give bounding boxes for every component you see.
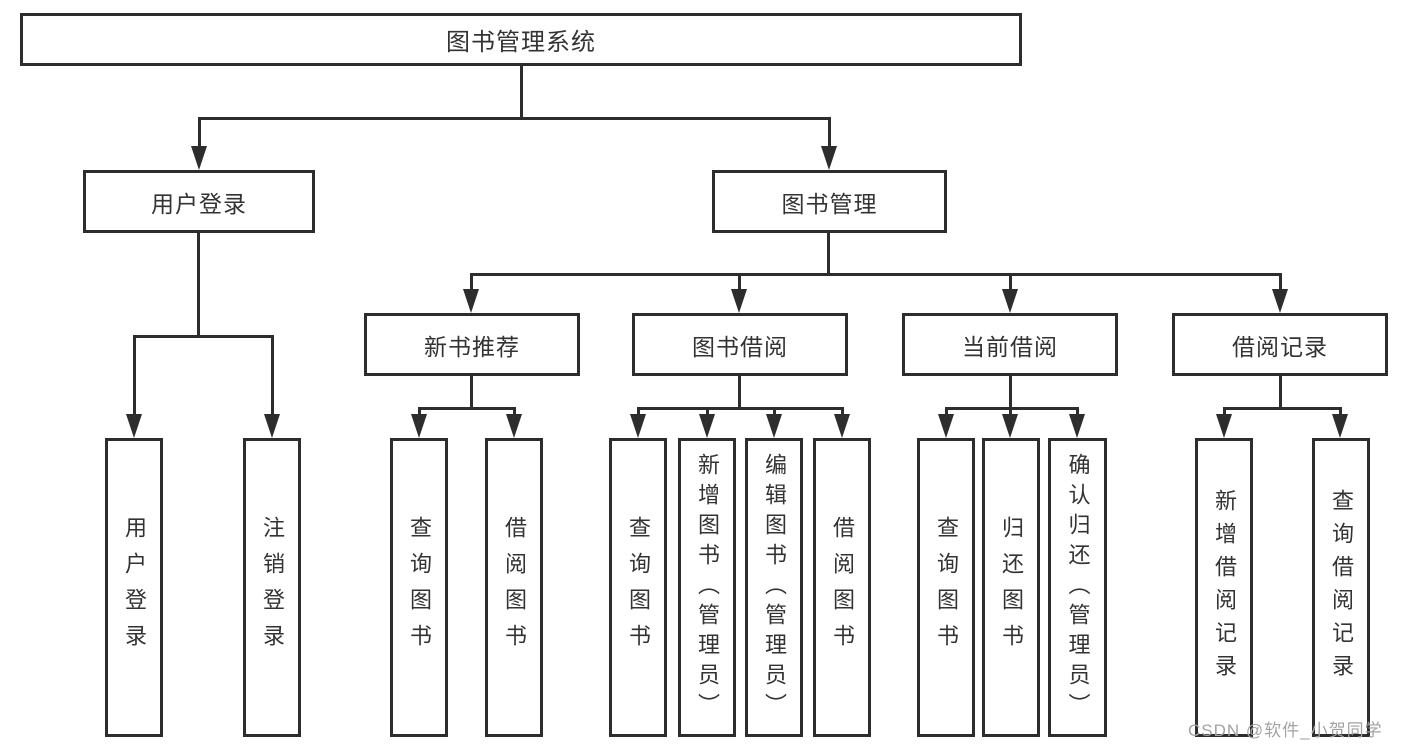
node-current-borrow: 当前借阅 [902, 313, 1118, 376]
node-current-borrow-label: 当前借阅 [962, 333, 1058, 360]
arrow-down-icon [834, 414, 850, 438]
arrow-down-icon [1332, 414, 1348, 438]
leaf-add-books-admin-label: 新增图书（管理员） [695, 452, 720, 723]
arrow-down-icon [938, 414, 954, 438]
leaf-edit-books-admin-label: 编辑图书（管理员） [762, 452, 787, 723]
edge-drop [706, 407, 709, 418]
leaf-search-borrow-record: 查询借阅记录 [1312, 438, 1370, 737]
arrow-down-icon [1002, 289, 1018, 313]
leaf-search-books-3: 查询图书 [917, 438, 975, 737]
edge-drop [1076, 407, 1079, 418]
arrow-down-icon [630, 414, 646, 438]
leaf-borrow-books-1: 借阅图书 [485, 438, 543, 737]
edge-user-login-rail [133, 335, 274, 338]
leaf-logout-label: 注销登录 [260, 515, 285, 660]
node-user-login-label: 用户登录 [151, 190, 247, 217]
arrow-down-icon [766, 414, 782, 438]
edge-records-rail [1223, 407, 1342, 410]
edge-to-user-login [198, 117, 201, 150]
edge-drop [513, 407, 516, 418]
leaf-search-books-1: 查询图书 [390, 438, 448, 737]
node-borrow-records: 借阅记录 [1172, 313, 1388, 376]
arrow-down-icon [506, 414, 522, 438]
leaf-search-books-2: 查询图书 [609, 438, 667, 737]
edge-user-login-stem [197, 233, 200, 338]
arrow-down-icon [1272, 289, 1288, 313]
edge-new-books-stem [470, 376, 473, 410]
node-new-books-label: 新书推荐 [424, 333, 520, 360]
node-book-mgmt: 图书管理 [712, 170, 947, 233]
leaf-search-books-1-label: 查询图书 [407, 515, 432, 660]
edge-to-current [1009, 273, 1012, 292]
leaf-return-books: 归还图书 [982, 438, 1040, 737]
arrow-down-icon [126, 414, 142, 438]
edge-book-borrow-rail [637, 407, 844, 410]
arrow-down-icon [264, 414, 280, 438]
edge-records-stem [1279, 376, 1282, 410]
arrow-down-icon [731, 289, 747, 313]
edge-book-mgmt-stem [827, 233, 830, 276]
arrow-down-icon [1069, 414, 1085, 438]
edge-to-book-mgmt [828, 117, 831, 150]
leaf-add-borrow-record-label: 新增借阅记录 [1212, 488, 1237, 687]
node-book-borrow-label: 图书借阅 [692, 333, 788, 360]
node-root: 图书管理系统 [20, 13, 1022, 66]
edge-drop [637, 407, 640, 418]
leaf-confirm-return-admin: 确认归还（管理员） [1048, 438, 1107, 737]
arrow-down-icon [821, 146, 837, 170]
edge-to-new-books [470, 273, 473, 292]
leaf-borrow-books-2-label: 借阅图书 [830, 515, 855, 660]
node-new-books: 新书推荐 [364, 313, 580, 376]
edge-to-leaf-logout [271, 335, 274, 416]
edge-drop [1339, 407, 1342, 418]
leaf-return-books-label: 归还图书 [999, 515, 1024, 660]
edge-book-borrow-stem [738, 376, 741, 410]
arrow-down-icon [411, 414, 427, 438]
leaf-search-borrow-record-label: 查询借阅记录 [1329, 488, 1354, 687]
leaf-edit-books-admin: 编辑图书（管理员） [745, 438, 803, 737]
edge-root-stem [520, 66, 523, 119]
edge-drop [945, 407, 948, 418]
edge-to-leaf-login [133, 335, 136, 416]
leaf-borrow-books-1-label: 借阅图书 [502, 515, 527, 660]
edge-drop [841, 407, 844, 418]
edge-to-records [1279, 273, 1282, 292]
leaf-search-books-2-label: 查询图书 [626, 515, 651, 660]
leaf-user-login-label: 用户登录 [122, 515, 147, 660]
arrow-down-icon [1216, 414, 1232, 438]
edge-drop [1223, 407, 1226, 418]
node-root-label: 图书管理系统 [446, 29, 596, 56]
edge-current-rail [945, 407, 1079, 410]
arrow-down-icon [463, 289, 479, 313]
edge-drop [418, 407, 421, 418]
node-book-borrow: 图书借阅 [632, 313, 848, 376]
arrow-down-icon [191, 146, 207, 170]
leaf-confirm-return-admin-label: 确认归还（管理员） [1065, 452, 1091, 723]
csdn-watermark: CSDN @软件_小贺同学 [1188, 721, 1383, 740]
leaf-search-books-3-label: 查询图书 [934, 515, 959, 660]
edge-root-rail [198, 117, 831, 120]
node-book-mgmt-label: 图书管理 [781, 190, 878, 217]
leaf-borrow-books-2: 借阅图书 [813, 438, 871, 737]
edge-drop [773, 407, 776, 418]
leaf-user-login: 用户登录 [105, 438, 163, 737]
leaf-add-books-admin: 新增图书（管理员） [678, 438, 736, 737]
arrow-down-icon [699, 414, 715, 438]
edge-new-books-rail [418, 407, 516, 410]
edge-to-borrow [738, 273, 741, 292]
leaf-add-borrow-record: 新增借阅记录 [1195, 438, 1253, 737]
node-borrow-records-label: 借阅记录 [1232, 333, 1328, 360]
edge-current-stem [1009, 376, 1012, 410]
arrow-down-icon [1002, 414, 1018, 438]
edge-drop [1009, 407, 1012, 418]
leaf-logout: 注销登录 [243, 438, 301, 737]
node-user-login: 用户登录 [83, 170, 315, 233]
edge-book-mgmt-rail [470, 273, 1281, 276]
